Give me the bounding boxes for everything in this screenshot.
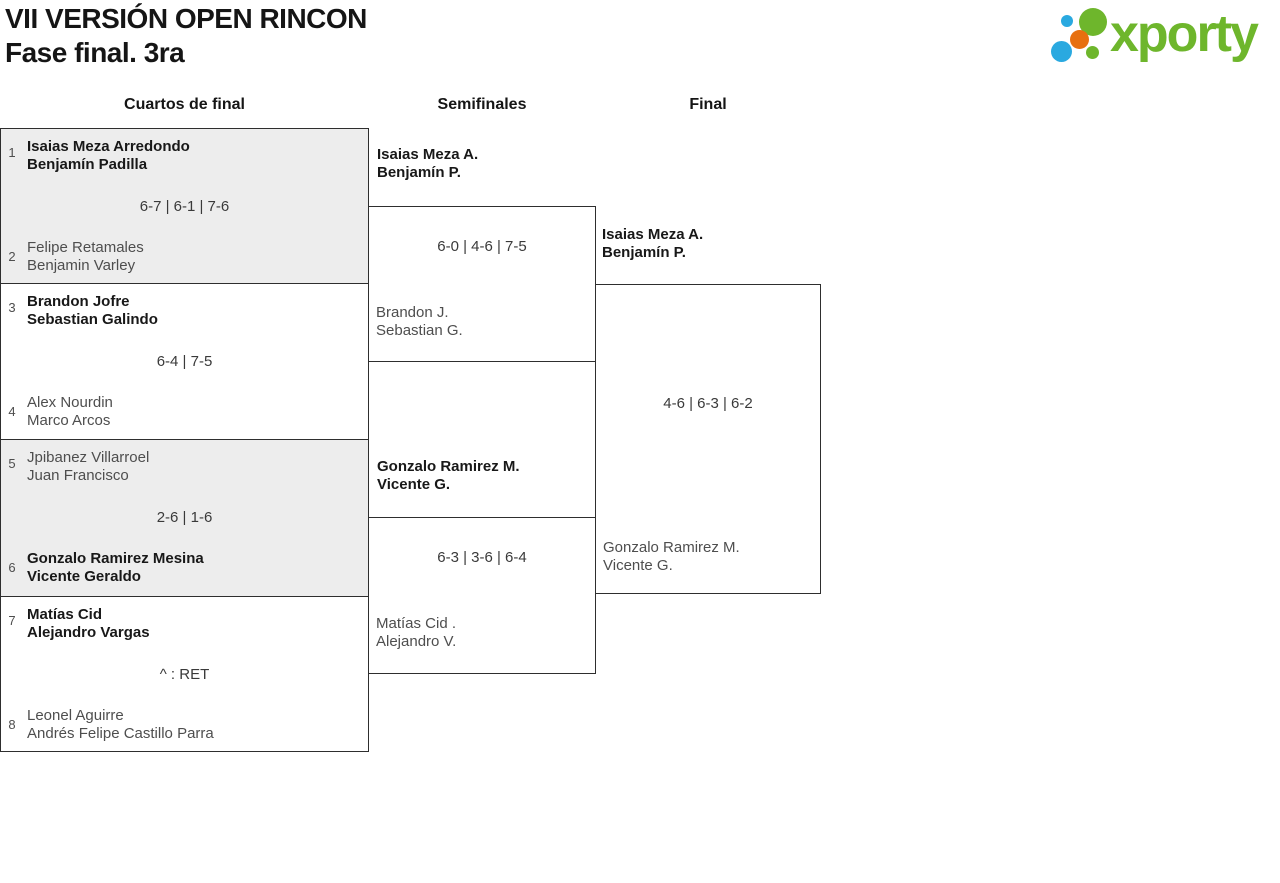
seed-number: 7	[8, 613, 16, 628]
player-name: Gonzalo Ramirez Mesina	[27, 550, 204, 567]
seed-number: 8	[8, 717, 16, 732]
player-name: Felipe Retamales	[27, 239, 144, 256]
player-name: Vicente G.	[603, 557, 673, 574]
seed-number: 4	[8, 404, 16, 419]
match-semifinal-2: 6-3 | 3-6 | 6-4 Matías Cid . Alejandro V…	[368, 517, 596, 674]
player-name: Isaias Meza A.	[602, 226, 704, 243]
player-name: Vicente G.	[377, 476, 451, 493]
seed-number: 5	[8, 456, 16, 471]
round-header-quarterfinals: Cuartos de final	[124, 96, 245, 113]
team-pair: Brandon J. Sebastian G.	[376, 304, 463, 340]
seed-number: 6	[8, 560, 16, 575]
match-quarterfinal-2: 3 Brandon Jofre Sebastian Galindo 6-4 | …	[0, 283, 369, 440]
player-name: Benjamín Padilla	[27, 156, 148, 173]
team-pair: Gonzalo Ramirez Mesina Vicente Geraldo	[27, 550, 204, 586]
round-header-final: Final	[689, 96, 727, 113]
player-name: Jpibanez Villarroel	[27, 449, 150, 466]
logo-dot-blue-large-icon	[1051, 41, 1072, 62]
match-score: 6-4 | 7-5	[156, 353, 213, 370]
player-name: Benjamín P.	[377, 164, 461, 181]
page-title: VII VERSIÓN OPEN RINCON Fase final. 3ra	[5, 2, 367, 70]
player-name: Brandon Jofre	[27, 293, 130, 310]
match-score: 6-7 | 6-1 | 7-6	[139, 198, 230, 215]
match-score: 4-6 | 6-3 | 6-2	[663, 395, 753, 412]
semifinal-2-top-team-label: Gonzalo Ramirez M. Vicente G.	[377, 458, 520, 494]
logo-dot-blue-small-icon	[1061, 15, 1073, 27]
player-name: Sebastian Galindo	[27, 311, 158, 328]
xporty-logo[interactable]: xporty	[1045, 0, 1280, 78]
semifinal-1-top-team-label: Isaias Meza A. Benjamín P.	[377, 146, 478, 182]
player-name: Leonel Aguirre	[27, 707, 124, 724]
tournament-name: VII VERSIÓN OPEN RINCON	[5, 3, 367, 34]
team-pair: Isaias Meza Arredondo Benjamín Padilla	[27, 138, 190, 174]
team-pair: Leonel Aguirre Andrés Felipe Castillo Pa…	[27, 707, 214, 743]
team-pair: Brandon Jofre Sebastian Galindo	[27, 293, 158, 329]
team-pair: Felipe Retamales Benjamin Varley	[27, 239, 144, 275]
xporty-wordmark: xporty	[1110, 5, 1259, 63]
player-name: Gonzalo Ramirez M.	[377, 458, 520, 475]
match-score: ^ : RET	[159, 666, 210, 683]
match-score: 6-3 | 3-6 | 6-4	[437, 549, 527, 566]
player-name: Isaias Meza Arredondo	[27, 138, 190, 155]
phase-name: Fase final. 3ra	[5, 37, 185, 68]
seed-number: 2	[8, 249, 16, 264]
player-name: Juan Francisco	[27, 467, 129, 484]
player-name: Benjamin Varley	[27, 257, 136, 274]
logo-dot-green-small-icon	[1086, 46, 1099, 59]
player-name: Sebastian G.	[376, 322, 463, 339]
player-name: Andrés Felipe Castillo Parra	[27, 725, 214, 742]
player-name: Gonzalo Ramirez M.	[603, 539, 740, 556]
player-name: Matías Cid .	[376, 615, 457, 632]
team-pair: Matías Cid . Alejandro V.	[376, 615, 456, 651]
match-quarterfinal-4: 7 Matías Cid Alejandro Vargas ^ : RET 8 …	[0, 596, 369, 752]
match-score: 2-6 | 1-6	[156, 509, 213, 526]
player-name: Marco Arcos	[27, 412, 111, 429]
player-name: Alex Nourdin	[27, 394, 113, 411]
player-name: Matías Cid	[27, 606, 103, 623]
player-name: Benjamín P.	[602, 244, 686, 261]
team-pair: Gonzalo Ramirez M. Vicente G.	[603, 539, 740, 575]
logo-dot-orange-icon	[1070, 30, 1089, 49]
player-name: Alejandro V.	[376, 633, 457, 650]
player-name: Vicente Geraldo	[27, 568, 141, 585]
player-name: Brandon J.	[376, 304, 449, 321]
match-final: 4-6 | 6-3 | 6-2 Gonzalo Ramirez M. Vicen…	[595, 284, 821, 594]
match-quarterfinal-3: 5 Jpibanez Villarroel Juan Francisco 2-6…	[0, 439, 369, 597]
match-quarterfinal-1: 1 Isaias Meza Arredondo Benjamín Padilla…	[0, 128, 369, 284]
player-name: Isaias Meza A.	[377, 146, 479, 163]
match-score: 6-0 | 4-6 | 7-5	[437, 238, 527, 255]
player-name: Alejandro Vargas	[27, 624, 150, 641]
round-header-semifinals: Semifinales	[437, 96, 527, 113]
team-pair: Alex Nourdin Marco Arcos	[27, 394, 113, 430]
match-semifinal-1: 6-0 | 4-6 | 7-5 Brandon J. Sebastian G.	[368, 206, 596, 362]
seed-number: 1	[8, 145, 16, 160]
team-pair: Jpibanez Villarroel Juan Francisco	[27, 449, 149, 485]
team-pair: Matías Cid Alejandro Vargas	[27, 606, 150, 642]
seed-number: 3	[8, 300, 16, 315]
final-top-team-label: Isaias Meza A. Benjamín P.	[602, 226, 703, 262]
